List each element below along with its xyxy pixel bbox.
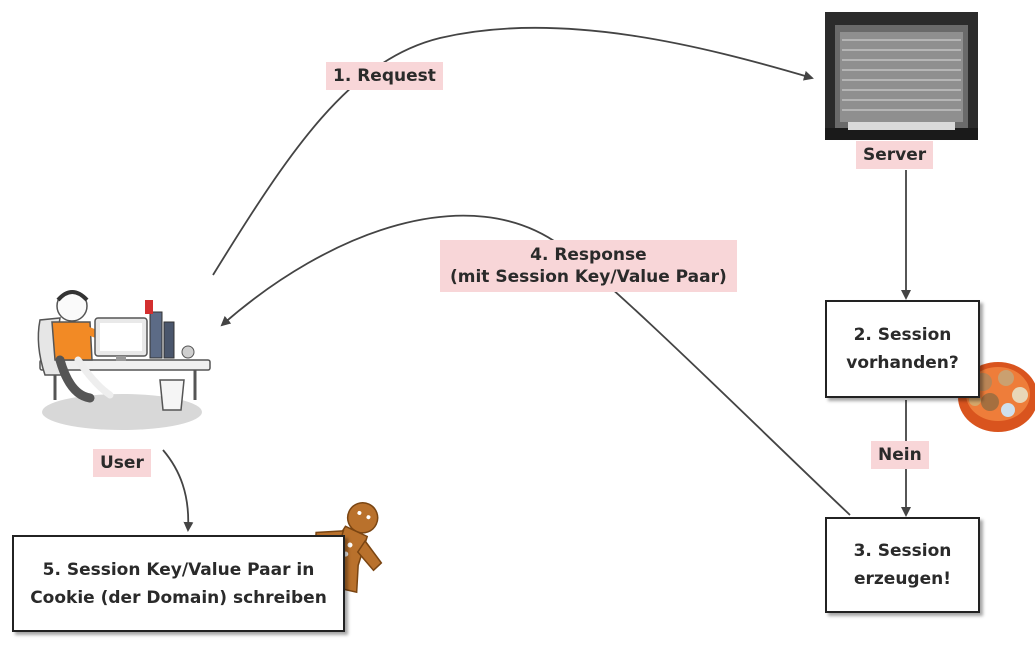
request-label: 1. Request bbox=[326, 62, 443, 90]
nein-label: Nein bbox=[871, 441, 929, 469]
session-check-line1: 2. Session bbox=[853, 325, 952, 345]
cookie-write-box: 5. Session Key/Value Paar in Cookie (der… bbox=[12, 535, 345, 632]
user-label: User bbox=[93, 449, 151, 477]
session-create-line1: 3. Session bbox=[853, 541, 952, 561]
user-to-cookie-arrow bbox=[162, 449, 194, 532]
response-label: 4. Response (mit Session Key/Value Paar) bbox=[440, 240, 737, 292]
session-check-line2: vorhanden? bbox=[846, 353, 959, 373]
cookie-write-line2: Cookie (der Domain) schreiben bbox=[30, 587, 327, 608]
user-at-desk-icon bbox=[37, 290, 211, 430]
server-icon bbox=[825, 12, 978, 140]
session-create-line2: erzeugen! bbox=[853, 569, 951, 589]
request-arrow bbox=[212, 26, 814, 276]
response-label-line1: 4. Response bbox=[530, 245, 647, 265]
session-check-box: 2. Session vorhanden? bbox=[825, 300, 980, 398]
session-create-box: 3. Session erzeugen! bbox=[825, 517, 980, 613]
response-label-line2: (mit Session Key/Value Paar) bbox=[450, 267, 727, 287]
cookie-write-line1: 5. Session Key/Value Paar in bbox=[42, 559, 315, 580]
server-label: Server bbox=[856, 141, 934, 169]
